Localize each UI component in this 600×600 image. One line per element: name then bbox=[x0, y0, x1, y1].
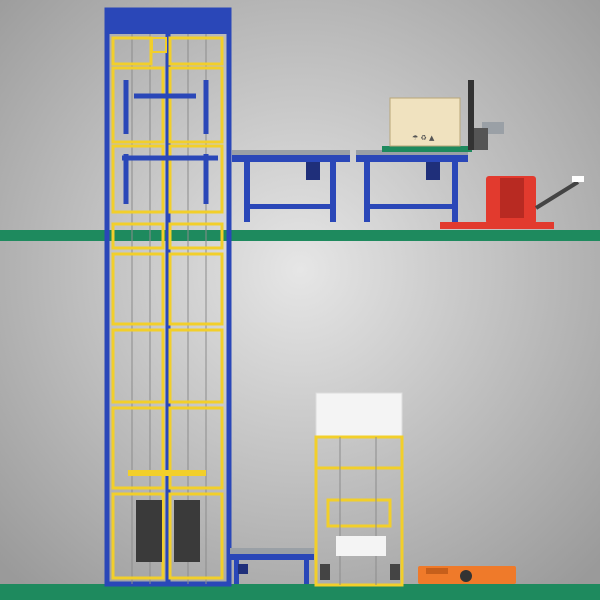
roller-conveyor-upper bbox=[232, 146, 472, 222]
pallet-box: ☂ ♻ ▲ bbox=[389, 97, 461, 147]
pallet-truck bbox=[440, 80, 584, 229]
vertical-lift-small bbox=[314, 392, 404, 587]
box-marks: ☂ ♻ ▲ bbox=[412, 134, 435, 142]
upper-floor bbox=[0, 230, 600, 241]
roller-conveyor-lower bbox=[230, 548, 314, 584]
lift-panel-left bbox=[136, 500, 162, 562]
agv-cart bbox=[418, 566, 516, 584]
lower-floor bbox=[0, 584, 600, 600]
vertical-lift-tower bbox=[104, 7, 232, 587]
lift-panel-right bbox=[174, 500, 200, 562]
